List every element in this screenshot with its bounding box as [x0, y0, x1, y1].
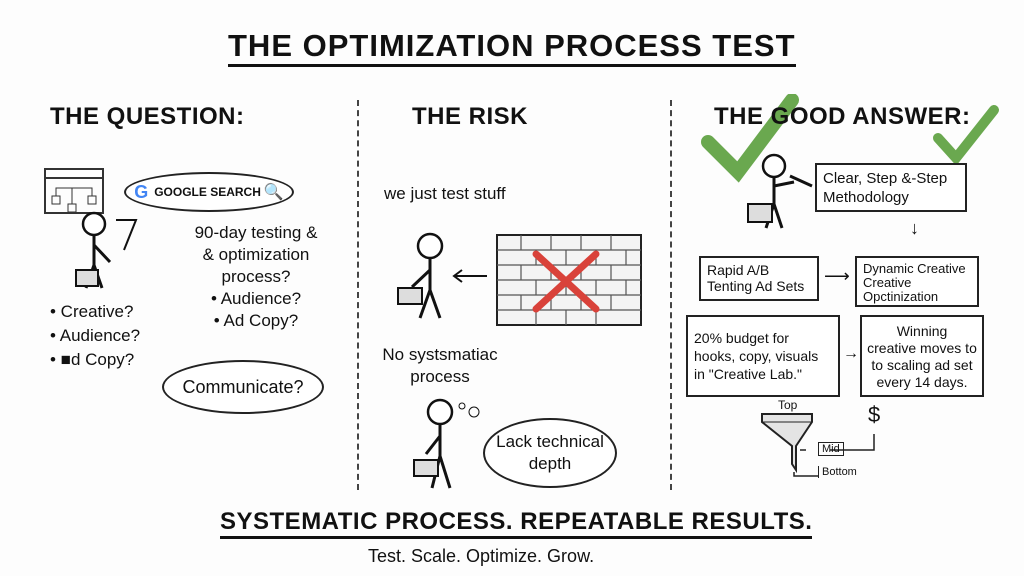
stick-figure: [413, 398, 480, 489]
line: Lack technical: [496, 432, 604, 451]
dollar-icon: $: [868, 402, 881, 427]
page-title: THE OPTIMIZATION PROCESS TEST: [228, 28, 796, 67]
line: Dynamic Creative: [863, 261, 966, 276]
line: hooks, copy, visuals: [694, 348, 819, 364]
google-icon: G: [134, 181, 149, 202]
google-search-bubble: G GOOGLE SEARCH🔍: [124, 172, 294, 212]
question-heading: THE QUESTION:: [50, 103, 245, 130]
line: every 14 days.: [876, 374, 968, 390]
stick-figure: [397, 232, 487, 319]
line: depth: [528, 454, 572, 473]
communicate-bubble: Communicate?: [162, 360, 324, 414]
line: Rapid A/B: [707, 262, 770, 278]
check-icon: [701, 94, 799, 183]
funnel-top-label: Top: [778, 398, 798, 412]
risk-caption: No systsmatiac process: [380, 344, 500, 388]
cross-icon: [532, 250, 600, 313]
line: • Audience?: [210, 289, 302, 308]
brick-wall: [496, 234, 642, 326]
bullet: • ■d Copy?: [50, 350, 135, 369]
funnel-mid-label: Mid: [818, 442, 844, 456]
line: Clear, Step &-Step: [823, 170, 948, 187]
sitemap-icon: [44, 168, 104, 214]
thought-text: 90-day testing & & optimization process? • …: [176, 222, 336, 332]
creative-lab-box: 20% budget for hooks, copy, visuals in "Cr…: [686, 315, 840, 397]
answer-heading: THE GOOD ANSWER:: [714, 103, 971, 130]
bullet-list: • Creative? • Audience? • ■d Copy?: [50, 300, 140, 372]
line: Creative: [863, 275, 912, 290]
line: Winning: [896, 323, 948, 339]
bullet: • Audience?: [50, 326, 141, 345]
risk-heading: THE RISK: [412, 103, 529, 130]
stick-figure: [75, 211, 138, 289]
magnifier-icon: 🔍: [263, 184, 284, 201]
search-label: GOOGLE SEARCH: [154, 185, 261, 199]
arrow-down-icon: ↓: [910, 218, 919, 238]
footer-tagline: Test. Scale. Optimize. Grow.: [368, 546, 595, 566]
funnel-icon: [761, 413, 875, 477]
divider: [670, 100, 672, 490]
risk-quote: we just test stuff: [384, 184, 506, 203]
arrow-right-icon: →: [843, 345, 859, 362]
line: Tenting Ad Sets: [707, 278, 805, 294]
line: to scaling ad set: [871, 357, 973, 373]
line: process?: [221, 267, 291, 286]
stick-figure: [747, 153, 813, 229]
line: in "Creative Lab.": [694, 366, 802, 382]
divider: [357, 100, 359, 490]
check-icon: [933, 105, 999, 166]
lack-depth-bubble: Lack technical depth: [483, 418, 617, 488]
line: & optimization: [202, 245, 310, 264]
line: 90-day testing &: [194, 223, 318, 242]
line: • Ad Copy?: [213, 311, 299, 330]
line: creative moves to: [867, 340, 977, 356]
bullet: • Creative?: [50, 302, 134, 321]
arrow-right-icon: ⟶: [824, 266, 850, 286]
line: Methodology: [823, 189, 909, 206]
line: Opctinization: [863, 289, 939, 304]
line: 20% budget for: [694, 330, 789, 346]
line: No systsmatiac: [382, 345, 498, 364]
funnel-bottom-label: Bottom: [818, 466, 860, 478]
line: process: [410, 367, 470, 386]
footer-headline: SYSTEMATIC PROCESS. REPEATABLE RESULTS.: [220, 508, 813, 539]
